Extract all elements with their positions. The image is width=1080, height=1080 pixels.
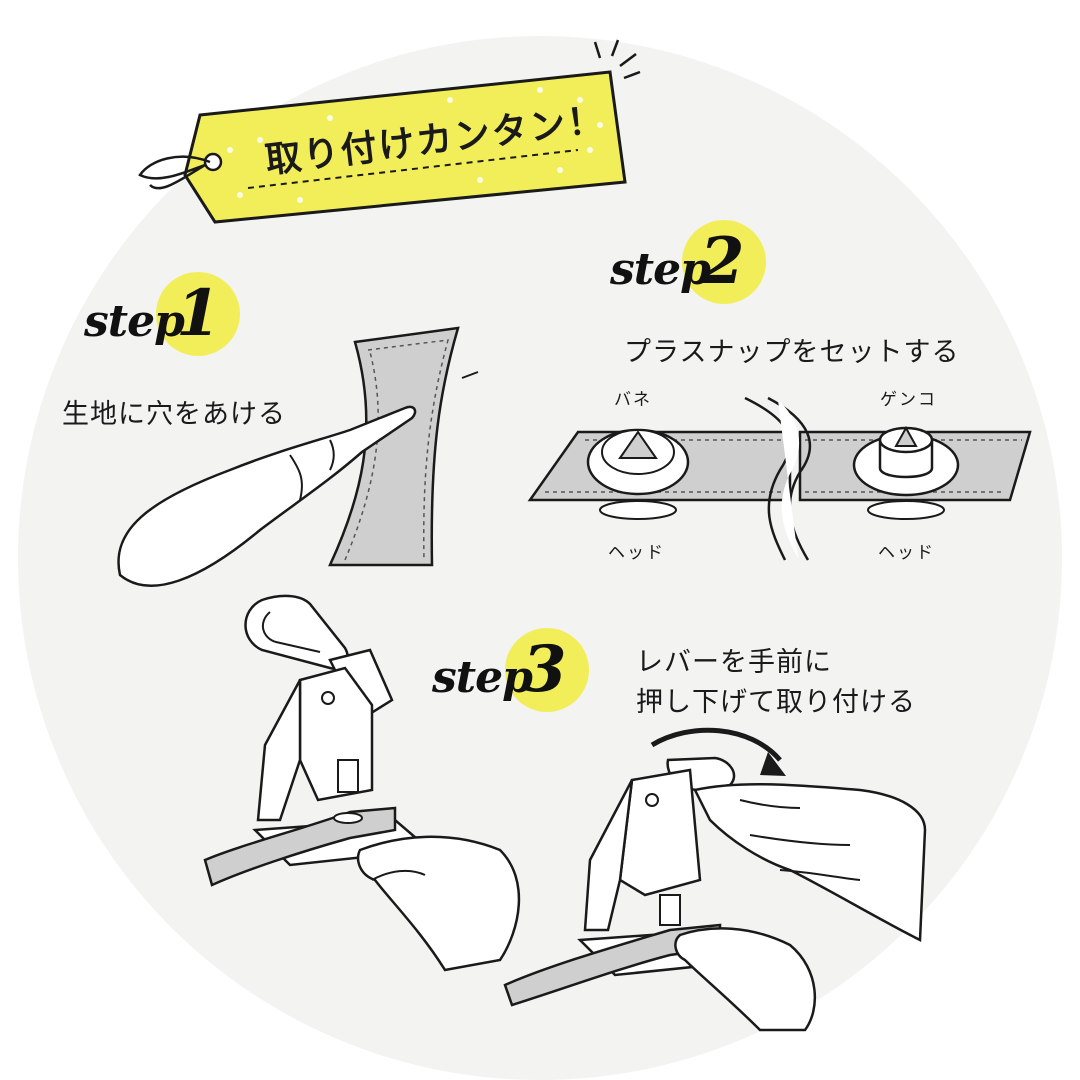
label-genko: ゲンコ — [880, 390, 937, 410]
step3-word: step — [432, 652, 533, 703]
head-right-shape — [867, 500, 945, 520]
step2-caption: プラスナップをセットする — [624, 337, 960, 368]
label-head-left: ヘッド — [608, 543, 665, 563]
step2-word: step — [610, 244, 711, 295]
tag-illustration — [138, 39, 641, 224]
step3-highlight — [505, 628, 589, 712]
step1-highlight — [156, 272, 240, 356]
tag-shape — [183, 70, 627, 224]
step3-caption-line1: レバーを手前に — [636, 647, 832, 678]
step2-highlight — [682, 220, 766, 304]
step3-number: 3 — [522, 632, 567, 707]
rotation-arrow — [760, 752, 786, 776]
step1-caption: 生地に穴をあける — [62, 399, 286, 430]
head-left-shape — [599, 500, 677, 520]
tag-string — [138, 155, 211, 190]
emphasis-lines — [593, 39, 641, 80]
label-head-right: ヘッド — [878, 543, 935, 563]
press-tool-right — [503, 727, 927, 1032]
label-spring: バネ — [614, 390, 652, 410]
step1-number: 1 — [176, 276, 221, 351]
step3-caption-line2: 押し下げて取り付ける — [636, 687, 916, 718]
tag-dashline — [247, 149, 579, 189]
step1-word: step — [84, 296, 185, 347]
awl-handle — [117, 405, 417, 588]
press-tool-left — [203, 594, 521, 972]
step2-number: 2 — [700, 224, 745, 299]
tag-hole — [203, 152, 223, 172]
step2-illustration — [527, 396, 1032, 561]
step1-illustration — [117, 326, 479, 588]
